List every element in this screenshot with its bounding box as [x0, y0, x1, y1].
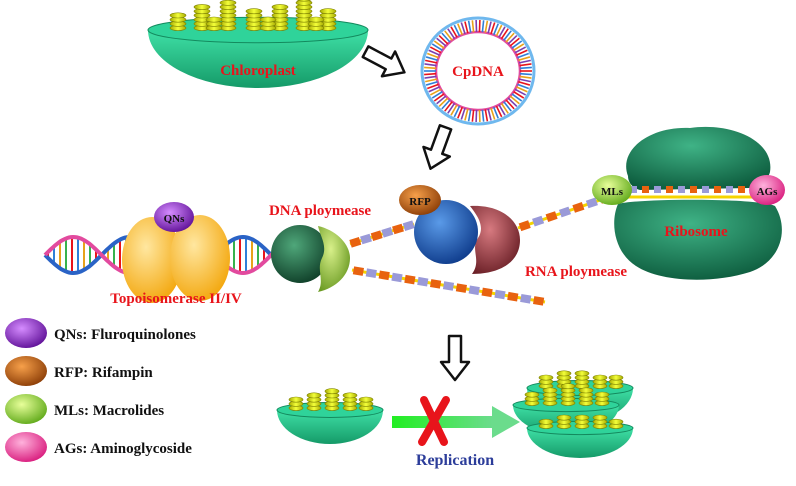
legend-item-mls: MLs: Macrolides [5, 394, 164, 424]
legend-swatch [5, 432, 47, 462]
arrow-to-replication [439, 334, 471, 382]
legend-swatch [5, 394, 47, 424]
svg-text:QNs: QNs [164, 213, 186, 225]
legend-item-qns: QNs: Fluroquinolones [5, 318, 196, 348]
chloroplast-label: Chloroplast [220, 63, 296, 79]
chloroplast-top [147, 0, 369, 88]
svg-text:MLs: MLs [601, 186, 624, 198]
chloroplast-single [276, 388, 384, 444]
dna-polymerase-label: DNA ploymease [269, 203, 371, 219]
legend-label: RFP: Rifampin [54, 365, 153, 381]
replication-arrow [392, 406, 520, 438]
legend-item-ags: AGs: Aminoglycoside [5, 432, 192, 462]
cpdna-ring [420, 16, 536, 126]
rfp-marker: RFP [399, 185, 441, 215]
topoisomerase-enzyme [122, 215, 230, 303]
qns-marker: QNs [154, 202, 194, 232]
rna-polymerase-enzyme [414, 200, 520, 274]
inhibition-x-icon [418, 396, 450, 446]
arrow-to-cpdna [361, 45, 406, 78]
topoisomerase-label: Topoisomerase II/IV [110, 291, 242, 307]
svg-text:AGs: AGs [757, 186, 779, 198]
ribosome [614, 126, 782, 280]
ribosome-mrna [625, 186, 760, 199]
dna-polymerase-enzyme [271, 225, 350, 292]
ags-marker: AGs [749, 175, 785, 205]
mls-marker: MLs [592, 175, 632, 205]
cpdna-label: CpDNA [452, 64, 504, 80]
legend-label: QNs: Fluroquinolones [54, 327, 196, 343]
ribosome-label: Ribosome [664, 224, 728, 240]
legend-swatch [5, 318, 47, 348]
legend-swatch [5, 356, 47, 386]
legend-label: AGs: Aminoglycoside [54, 441, 192, 457]
legend-item-rfp: RFP: Rifampin [5, 356, 153, 386]
replication-label: Replication [416, 452, 494, 469]
arrow-to-rfp [422, 124, 453, 170]
replication-strands [349, 192, 613, 306]
chloroplast-stack [512, 370, 634, 458]
rna-polymerase-label: RNA ploymease [525, 264, 627, 280]
legend-label: MLs: Macrolides [54, 403, 164, 419]
svg-text:RFP: RFP [409, 196, 431, 208]
